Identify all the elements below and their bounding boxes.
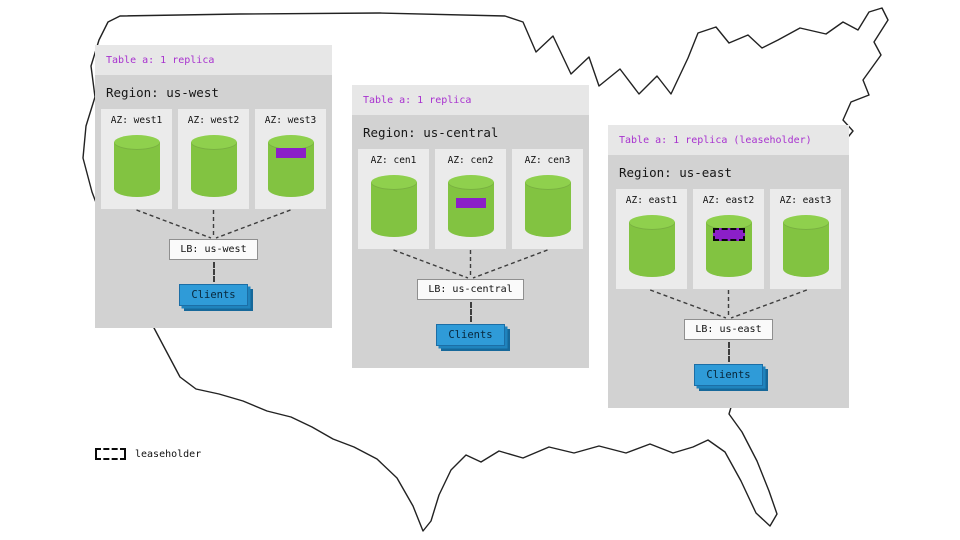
- az-box-west2: AZ: west2: [178, 109, 249, 209]
- az-box-cen2: AZ: cen2: [435, 149, 506, 249]
- database-cylinder-icon: [705, 215, 752, 277]
- database-cylinder-icon: [370, 175, 417, 237]
- load-balancer: LB: us-east: [684, 319, 773, 340]
- table-replica-header: Table a: 1 replica: [95, 45, 332, 75]
- cylinder-body: [370, 182, 417, 237]
- az-box-east3: AZ: east3: [770, 189, 841, 289]
- lb-clients-connector: [212, 262, 215, 282]
- az-lb-connectors: [136, 209, 291, 239]
- region-panel-us-east: Table a: 1 replica (leaseholder) Region:…: [608, 125, 849, 408]
- database-cylinder-icon: [267, 135, 314, 197]
- database-cylinder-icon: [190, 135, 237, 197]
- az-label: AZ: west1: [110, 115, 163, 126]
- cylinder-top: [370, 175, 417, 190]
- az-box-east2: AZ: east2: [693, 189, 764, 289]
- az-box-west3: AZ: west3: [255, 109, 326, 209]
- leaseholder-replica-icon: [712, 228, 745, 241]
- cylinder-body: [524, 182, 571, 237]
- database-cylinder-icon: [628, 215, 675, 277]
- cylinder-top: [190, 135, 237, 150]
- cylinder-top: [705, 215, 752, 230]
- lb-clients-connector: [469, 302, 472, 322]
- cylinder-top: [447, 175, 494, 190]
- table-replica-header: Table a: 1 replica: [352, 85, 589, 115]
- az-label: AZ: east2: [702, 195, 755, 206]
- region-title: Region: us-east: [619, 165, 732, 180]
- az-lb-connectors: [393, 249, 548, 279]
- az-box-cen3: AZ: cen3: [512, 149, 583, 249]
- database-cylinder-icon: [447, 175, 494, 237]
- lb-clients-connector: [727, 342, 730, 362]
- az-label: AZ: cen2: [447, 155, 494, 166]
- clients-box: Clients: [179, 284, 248, 306]
- az-row: AZ: east1 AZ: east2 AZ: east3: [608, 189, 849, 289]
- cylinder-body: [782, 222, 829, 277]
- az-label: AZ: west2: [187, 115, 240, 126]
- az-label: AZ: west3: [264, 115, 317, 126]
- legend-label: leaseholder: [135, 448, 202, 460]
- az-box-east1: AZ: east1: [616, 189, 687, 289]
- az-label: AZ: cen1: [370, 155, 417, 166]
- clients-box: Clients: [436, 324, 505, 346]
- az-label: AZ: cen3: [524, 155, 571, 166]
- region-panel-us-west: Table a: 1 replica Region: us-west AZ: w…: [95, 45, 332, 328]
- cylinder-top: [524, 175, 571, 190]
- replica-range-icon: [275, 148, 306, 158]
- region-title: Region: us-west: [106, 85, 219, 100]
- az-row: AZ: cen1 AZ: cen2 AZ: cen3: [352, 149, 589, 249]
- cylinder-top: [267, 135, 314, 150]
- table-replica-label: Table a: 1 replica: [106, 54, 215, 66]
- az-label: AZ: east3: [779, 195, 832, 206]
- az-label: AZ: east1: [625, 195, 678, 206]
- table-replica-label: Table a: 1 replica (leaseholder): [619, 134, 812, 146]
- az-lb-connectors: [649, 289, 808, 319]
- region-title: Region: us-central: [363, 125, 499, 140]
- cylinder-top: [628, 215, 675, 230]
- database-cylinder-icon: [524, 175, 571, 237]
- database-cylinder-icon: [782, 215, 829, 277]
- database-cylinder-icon: [113, 135, 160, 197]
- cylinder-body: [628, 222, 675, 277]
- table-replica-label: Table a: 1 replica: [363, 94, 472, 106]
- replica-range-icon: [455, 198, 486, 208]
- region-panel-us-central: Table a: 1 replica Region: us-central AZ…: [352, 85, 589, 368]
- az-box-west1: AZ: west1: [101, 109, 172, 209]
- cylinder-body: [447, 182, 494, 237]
- leaseholder-swatch-icon: [95, 448, 126, 460]
- cylinder-body: [113, 142, 160, 197]
- az-row: AZ: west1 AZ: west2 AZ: west3: [95, 109, 332, 209]
- cylinder-body: [190, 142, 237, 197]
- load-balancer: LB: us-west: [169, 239, 258, 260]
- cylinder-top: [782, 215, 829, 230]
- az-box-cen1: AZ: cen1: [358, 149, 429, 249]
- table-replica-header: Table a: 1 replica (leaseholder): [608, 125, 849, 155]
- clients-box: Clients: [694, 364, 763, 386]
- cylinder-top: [113, 135, 160, 150]
- legend: leaseholder: [95, 448, 201, 460]
- load-balancer: LB: us-central: [417, 279, 524, 300]
